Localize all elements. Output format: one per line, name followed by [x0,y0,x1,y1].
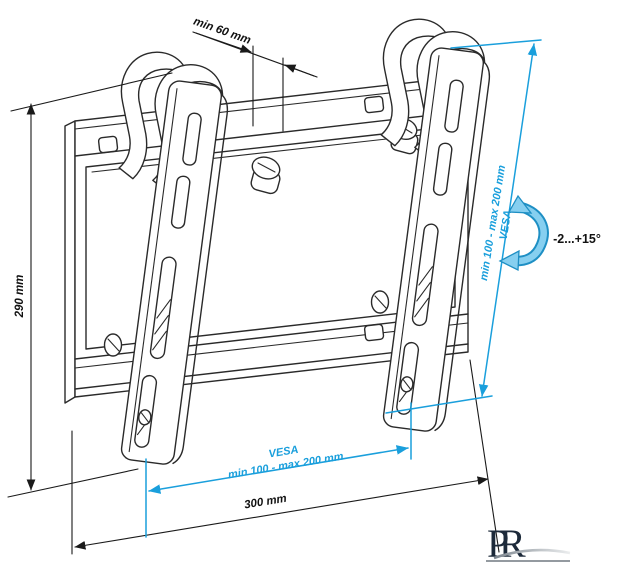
tilt-arrowhead-top [507,194,533,214]
logo-letter-r: R [499,521,526,566]
pivot-bolt-left [250,156,281,195]
tilt-indicator: -2...+15° [498,194,601,272]
vesa-vertical-title: VESA [498,209,515,241]
wall-plate-side-face [64,120,76,404]
height-dimension-label: 290 mm [14,275,26,319]
plate-hole [363,95,385,114]
tilt-arrowhead-bottom [498,249,520,272]
plate-hole [97,135,119,154]
plate-hole [363,323,385,342]
logo-swoosh [493,548,571,560]
vesa-horizontal-title: VESA [268,444,300,461]
dimension-height-290: 290 mm [7,72,173,498]
brand-logo: P R [486,521,571,566]
width-dimension-label: 300 mm [243,493,287,512]
tilt-range-label: -2...+15° [553,232,601,246]
